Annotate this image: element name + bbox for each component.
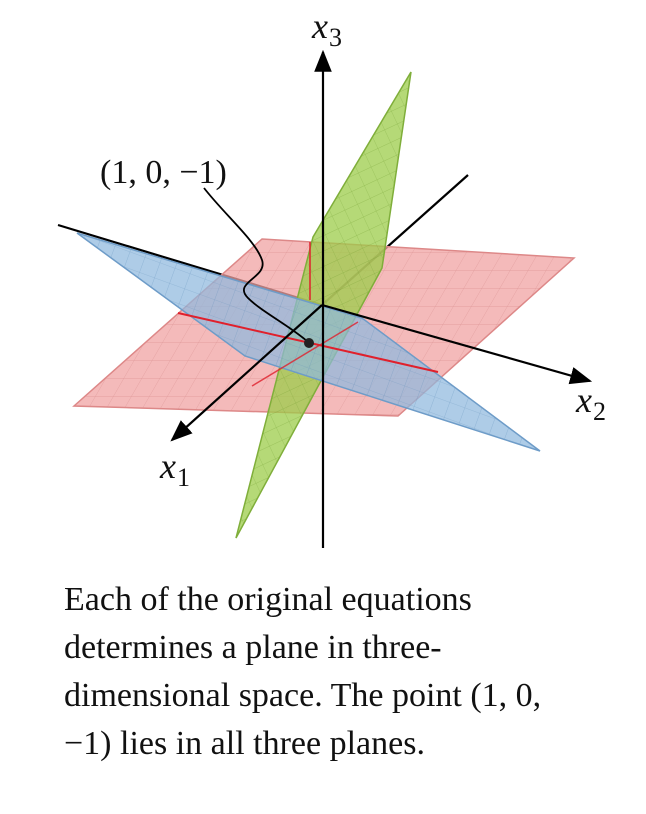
figure-caption: Each of the original equations determine… (64, 581, 542, 762)
point-label: (1, 0, −1) (100, 154, 227, 191)
intersection-point (304, 338, 314, 348)
x1-axis-label: x1 (159, 446, 190, 492)
x1-axis-front (170, 304, 323, 442)
x2-axis-front (321, 303, 593, 385)
intersection-line-pink-green (251, 321, 359, 387)
x3-axis-label: x3 (311, 6, 342, 52)
three-planes-diagram: (1, 0, −1) x3 x2 x1 (57, 6, 606, 548)
x2-axis-label: x2 (575, 380, 606, 426)
point-leader-line (203, 187, 309, 343)
